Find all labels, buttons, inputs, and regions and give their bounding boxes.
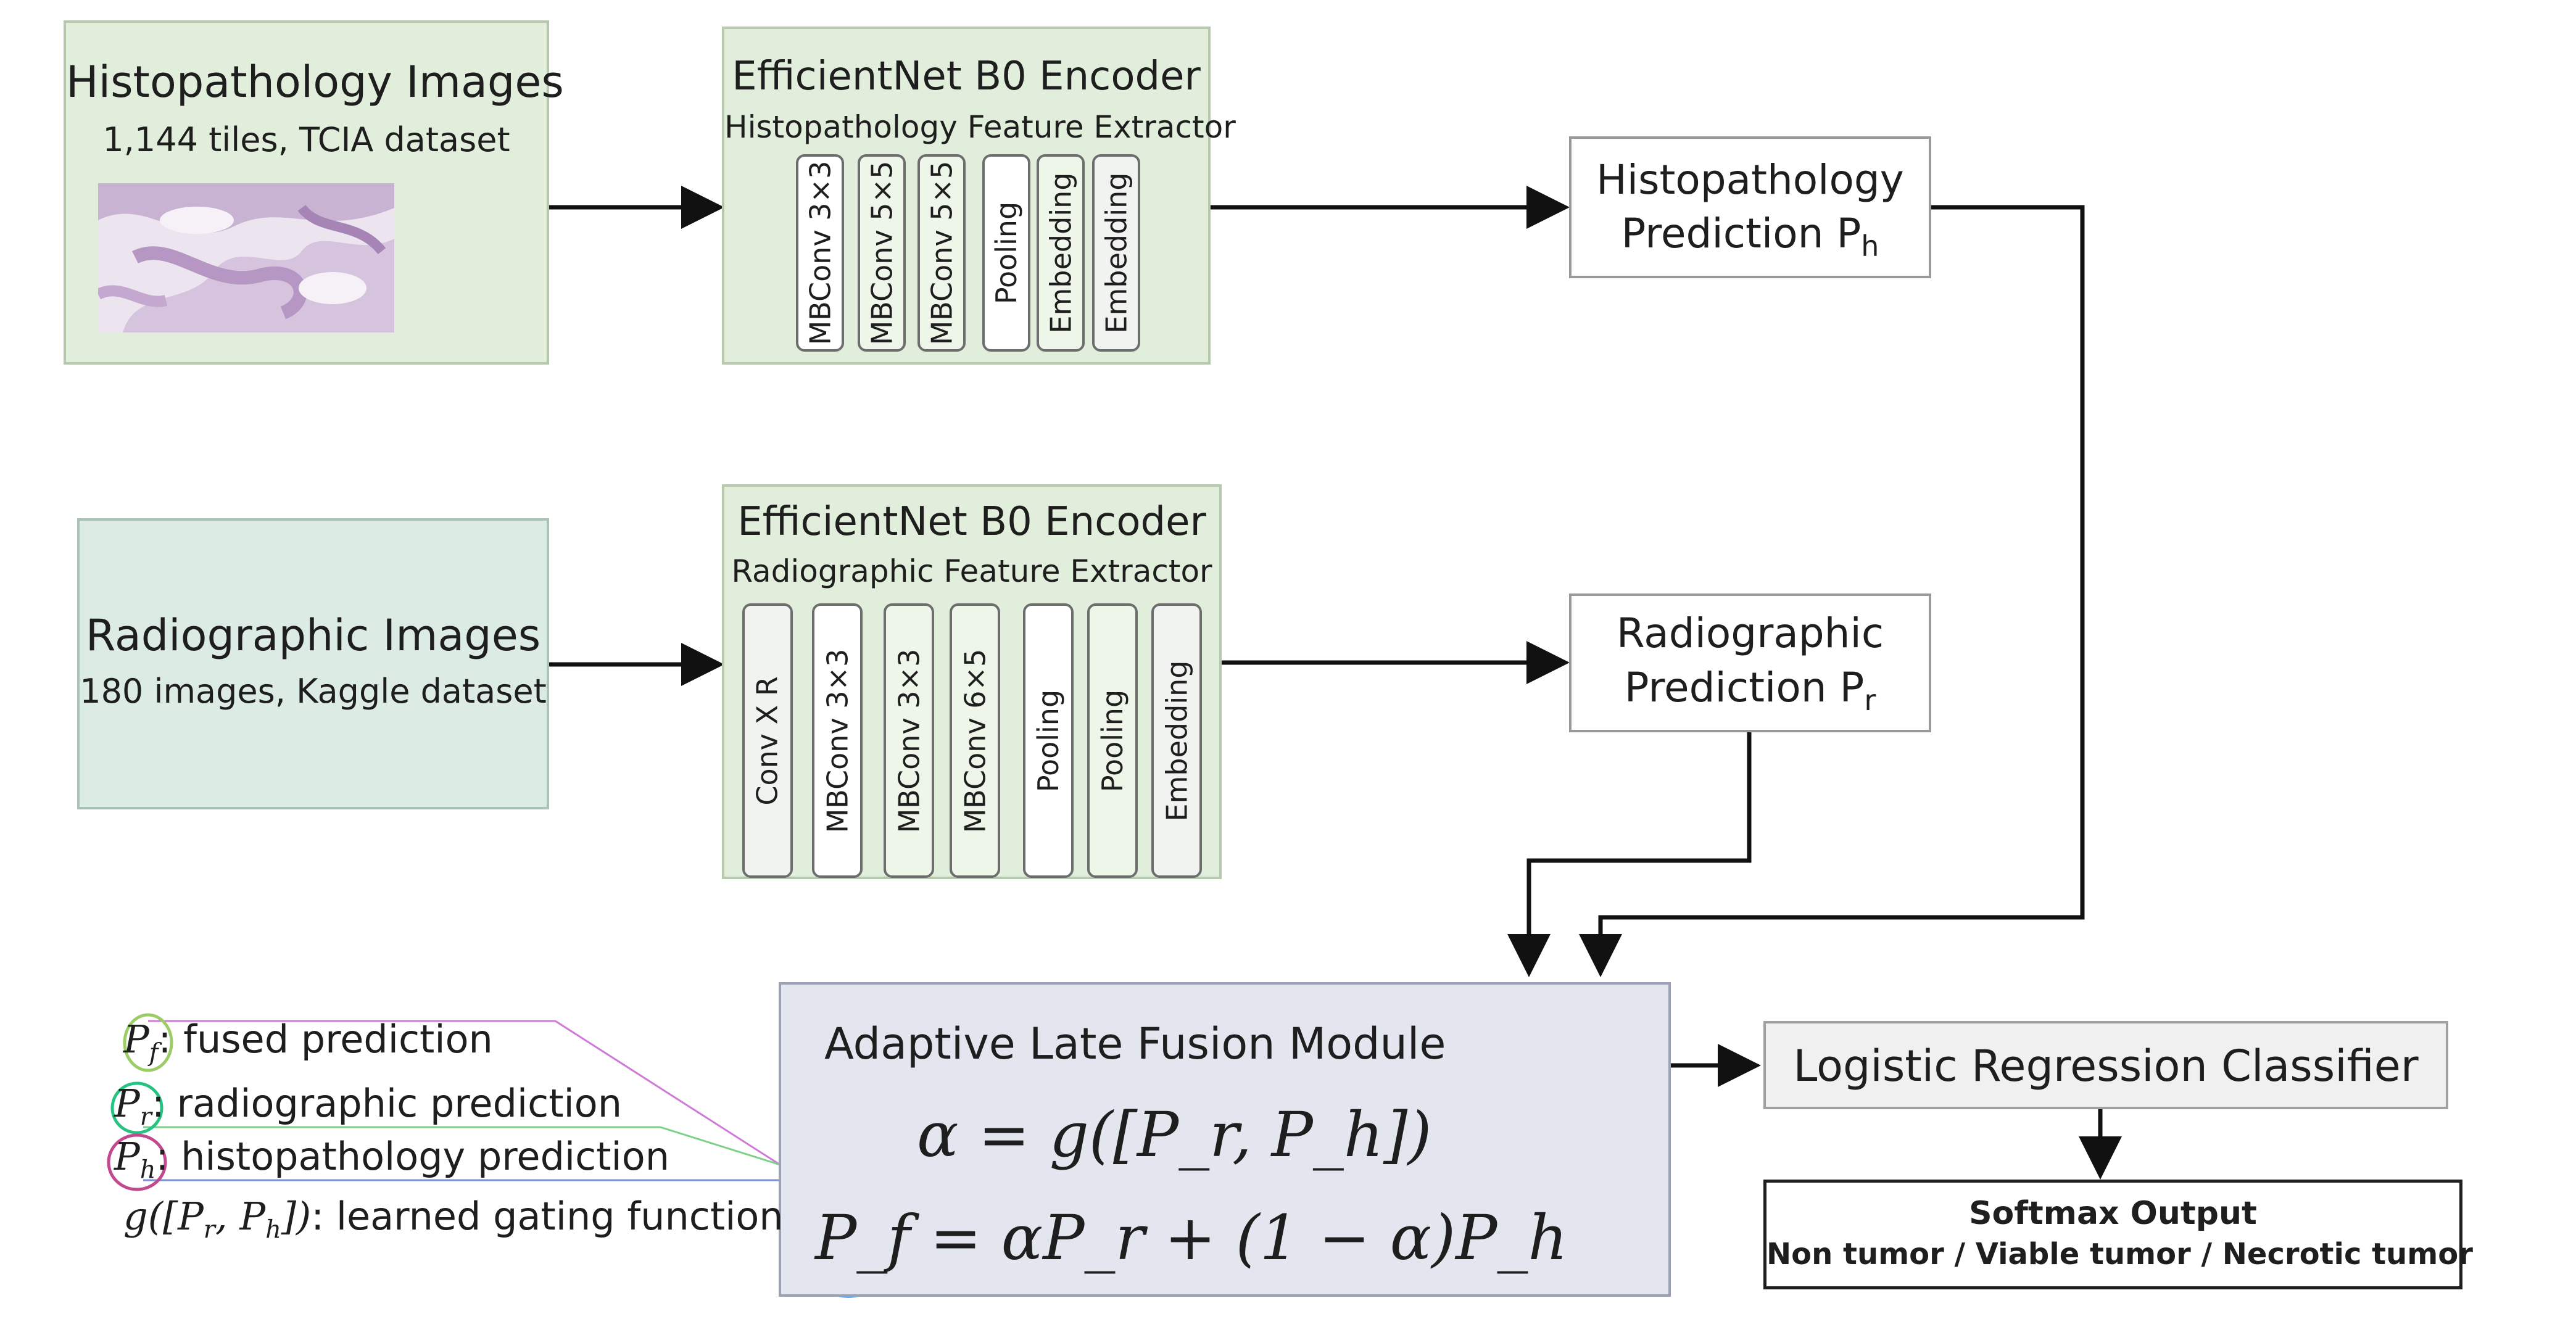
radiographic-input-subtitle: 180 images, Kaggle dataset bbox=[80, 672, 547, 711]
legend-pr-circle bbox=[110, 1081, 164, 1135]
legend-pr-text: : radiographic prediction bbox=[151, 1081, 623, 1126]
histopathology-prediction-line2: Prediction Ph bbox=[1572, 210, 1929, 263]
radio-layer-pooling-1: Pooling bbox=[1023, 603, 1074, 878]
legend-ph-text: : histopathology prediction bbox=[155, 1134, 670, 1179]
histo-layer-mbconv-1: MBConv 3×3 bbox=[796, 154, 844, 352]
radiographic-prediction-subscript: r bbox=[1864, 684, 1876, 717]
radiographic-encoder-title: EfficientNet B0 Encoder bbox=[737, 499, 1206, 545]
radiographic-prediction-label: Prediction P bbox=[1624, 664, 1865, 711]
histopathology-prediction-line1: Histopathology bbox=[1596, 156, 1904, 204]
histopathology-prediction-box: Histopathology Prediction Ph bbox=[1569, 136, 1931, 278]
radiographic-prediction-box: Radiographic Prediction Pr bbox=[1569, 593, 1931, 732]
histo-layer-mbconv-3: MBConv 5×5 bbox=[917, 154, 966, 352]
softmax-output-box: Softmax Output Non tumor / Viable tumor … bbox=[1763, 1180, 2473, 1289]
fusion-equation-pf: P_f = αP_r + (1 − α)P_h bbox=[815, 1202, 1568, 1274]
legend-ph-circle bbox=[107, 1133, 167, 1191]
radiographic-encoder-subtitle: Radiographic Feature Extractor bbox=[731, 553, 1212, 589]
legend-pr: Pr: radiographic prediction bbox=[114, 1081, 622, 1131]
radio-layer-pooling-2: Pooling bbox=[1087, 603, 1138, 878]
histopathology-prediction-label: Prediction P bbox=[1621, 210, 1862, 257]
legend-g-text: : learned gating function bbox=[311, 1194, 784, 1239]
fusion-equation-alpha-text: α = g([P_r, P_h]) bbox=[917, 1099, 1432, 1171]
legend-ph-symbol: Ph bbox=[114, 1134, 156, 1184]
histology-tile-image bbox=[98, 183, 394, 333]
adaptive-late-fusion-module: Adaptive Late Fusion Module α = g([P_r, … bbox=[779, 982, 1671, 1297]
fusion-equation-pf-text: P_f = αP_r + (1 − α)P_h bbox=[815, 1202, 1568, 1274]
histopathology-input-subtitle: 1,144 tiles, TCIA dataset bbox=[102, 120, 510, 159]
histo-layer-mbconv-2: MBConv 5×5 bbox=[858, 154, 906, 352]
histo-layer-embedding-2: Embedding bbox=[1092, 154, 1140, 352]
classifier-label: Logistic Regression Classifier bbox=[1793, 1041, 2419, 1091]
radiographic-prediction-line2: Prediction Pr bbox=[1572, 664, 1929, 717]
legend-pr-symbol: Pr bbox=[114, 1081, 152, 1131]
histopathology-input-title: Histopathology Images bbox=[66, 57, 564, 107]
histopathology-prediction-subscript: h bbox=[1861, 229, 1879, 263]
fusion-module-title: Adaptive Late Fusion Module bbox=[824, 1019, 1446, 1069]
radiographic-encoder-box: EfficientNet B0 Encoder Radiographic Fea… bbox=[722, 484, 1222, 879]
legend-pf-symbol: Pf bbox=[123, 1017, 159, 1067]
radiographic-input-title: Radiographic Images bbox=[85, 610, 541, 661]
softmax-output-title: Softmax Output bbox=[1969, 1195, 2257, 1232]
radio-layer-conv: Conv X R bbox=[742, 603, 793, 878]
radiographic-input-box: Radiographic Images 180 images, Kaggle d… bbox=[77, 518, 549, 809]
radio-layer-mbconv-3: MBConv 6×5 bbox=[950, 603, 1000, 878]
legend-ph: Ph: histopathology prediction bbox=[114, 1134, 669, 1184]
radio-layer-embedding: Embedding bbox=[1151, 603, 1202, 878]
legend-g: g([Pr, Ph]): learned gating function bbox=[123, 1194, 784, 1244]
histopathology-input-box: Histopathology Images 1,144 tiles, TCIA … bbox=[64, 20, 564, 365]
softmax-output-classes: Non tumor / Viable tumor / Necrotic tumo… bbox=[1766, 1237, 2473, 1271]
arrow-histo-pred-to-fusion bbox=[1579, 205, 2085, 977]
radiographic-prediction-line1: Radiographic bbox=[1616, 610, 1884, 657]
radio-layer-mbconv-1: MBConv 3×3 bbox=[812, 603, 863, 878]
legend-g-symbol: g([Pr, Ph]) bbox=[123, 1194, 312, 1244]
histopathology-encoder-subtitle: Histopathology Feature Extractor bbox=[724, 109, 1236, 145]
radio-layer-mbconv-2: MBConv 3×3 bbox=[884, 603, 934, 878]
legend-pf-circle bbox=[123, 1013, 173, 1072]
histo-layer-embedding-1: Embedding bbox=[1037, 154, 1085, 352]
leader-pf bbox=[148, 1020, 821, 1192]
histopathology-encoder-title: EfficientNet B0 Encoder bbox=[732, 54, 1201, 99]
histo-layer-pooling: Pooling bbox=[982, 154, 1030, 352]
legend-pf: Pf: fused prediction bbox=[123, 1017, 493, 1067]
arrow-radio-pred-to-fusion bbox=[1507, 732, 1752, 977]
legend-pf-text: : fused prediction bbox=[158, 1017, 493, 1062]
logistic-regression-classifier: Logistic Regression Classifier bbox=[1763, 1021, 2448, 1109]
fusion-equation-alpha: α = g([P_r, P_h]) bbox=[917, 1099, 1431, 1171]
